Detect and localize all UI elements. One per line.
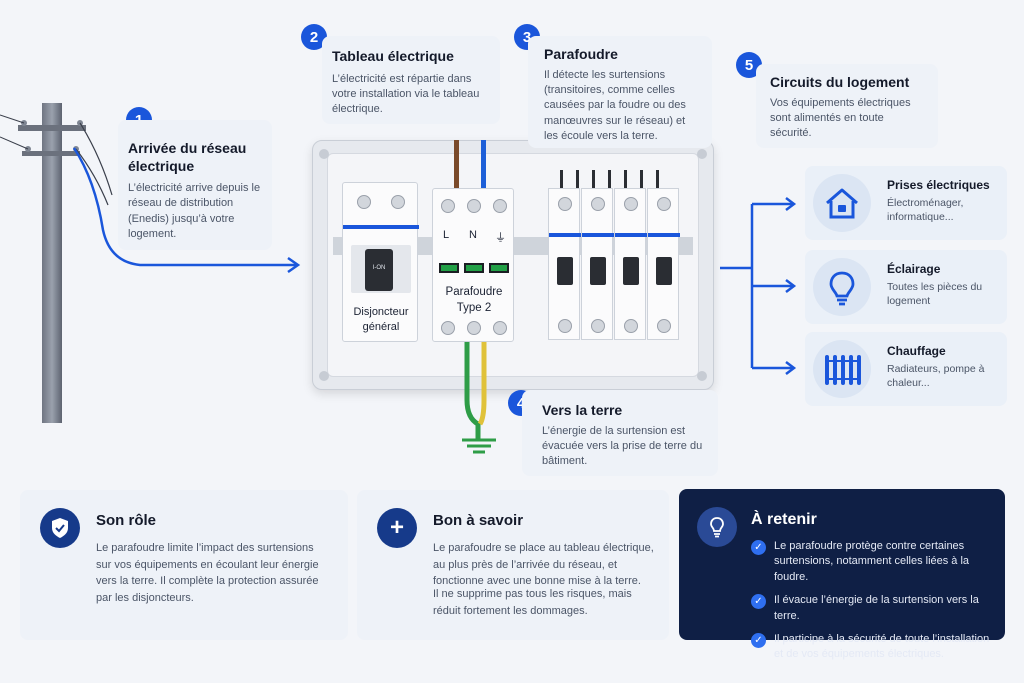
terminal-screw [441,321,455,335]
terminal-n: N [469,229,477,241]
terminal-earth: ⏚ [495,232,506,244]
terminal-screw [493,321,507,335]
breaker-toggle[interactable] [590,257,606,285]
check-icon: ✓ [751,594,766,610]
circuit-breaker [647,188,680,340]
good-to-know-text-2: Il ne supprime pas tous les risques, mai… [433,588,632,617]
step-card-1: Arrivée du réseau électrique L’électrici… [118,120,272,250]
step-title: Arrivée du réseau électrique [128,140,247,174]
terminal-l: L [443,229,450,241]
step-card-2: Tableau électrique L’électricité est rép… [322,36,500,124]
terminal-screw [441,199,455,213]
radiator-icon [813,340,871,398]
lightbulb-icon [697,507,737,547]
breaker-switch-text: I-ON [372,265,386,271]
panel-screw [697,149,707,159]
remember-item-text: Il participe à la sécurité de toute l’in… [774,632,990,661]
step-title: Vers la terre [542,402,623,418]
circuit-title: Éclairage [887,262,941,276]
circuit-text: Électroménager, informatique... [887,197,964,224]
step-title: Parafoudre [544,46,618,62]
remember-title: À retenir [751,511,817,528]
step-title: Circuits du logement [770,74,910,90]
circuit-card-heating: Chauffage Radiateurs, pompe à chaleur... [805,332,1007,406]
remember-item: ✓ Il participe à la sécurité de toute l’… [751,632,995,663]
status-indicator [464,263,484,273]
circuit-breaker [581,188,614,340]
step-card-5: Circuits du logement Vos équipements éle… [756,64,938,148]
step-card-4: Vers la terre L’énergie de la surtension… [522,390,718,476]
terminal-screw [467,321,481,335]
circuit-title: Chauffage [887,344,946,358]
circuit-breaker [548,188,581,340]
circuit-card-outlets: Prises électriques Électroménager, infor… [805,166,1007,240]
remember-item-text: Il évacue l’énergie de la surtension ver… [774,594,979,622]
remember-item-text: Le parafoudre protège contre certaines s… [774,540,970,583]
terminal-screw [467,199,481,213]
surge-protector-label: Parafoudre Type 2 [445,286,503,314]
breaker-toggle[interactable] [557,257,573,285]
step-text: L’électricité arrive depuis le réseau de… [128,182,261,241]
step-text: L’énergie de la surtension est évacuée v… [542,424,703,468]
circuit-card-lighting: Éclairage Toutes les pièces du logement [805,250,1007,324]
circuit-text: Toutes les pièces du logement [887,281,983,308]
step-title: Tableau électrique [332,48,454,64]
step-text: Il détecte les surtensions (transitoires… [544,68,686,143]
breaker-toggle[interactable] [623,257,639,285]
remember-item: ✓ Le parafoudre protège contre certaines… [751,539,995,585]
terminal-screw [493,199,507,213]
main-breaker-label: Disjoncteur général [353,306,409,333]
circuit-text: Radiateurs, pompe à chaleur... [887,363,985,390]
good-to-know-title: Bon à savoir [433,512,524,529]
breaker-wires [560,170,670,188]
remember-list: ✓ Le parafoudre protège contre certaines… [751,539,995,671]
check-icon: ✓ [751,540,766,555]
panel-screw [319,371,329,381]
terminal-screw [357,195,371,209]
earth-wires [462,340,496,454]
brown-wire [454,140,459,192]
role-card: Son rôle Le parafoudre limite l’impact d… [20,490,348,640]
main-breaker: I-ON Disjoncteur général [342,182,419,342]
panel-screw [319,149,329,159]
circuit-breaker [614,188,647,340]
breaker-switch[interactable]: I-ON [365,249,393,291]
plus-icon: + [377,508,417,548]
utility-pole [0,103,113,423]
step-text: L’électricité est répartie dans votre in… [332,72,480,116]
check-icon: ✓ [751,632,766,648]
lightbulb-icon [813,258,871,316]
role-title: Son rôle [96,512,157,529]
step-text: Vos équipements électriques sont aliment… [770,96,911,140]
role-text: Le parafoudre limite l’impact des surten… [96,542,319,604]
status-indicator [439,263,459,273]
status-indicator [489,263,509,273]
terminal-screw [391,195,405,209]
breaker-toggle[interactable] [656,257,672,285]
good-to-know-text-1: Le parafoudre se place au tableau électr… [433,542,654,587]
blue-wire [481,140,486,192]
house-icon [813,174,871,232]
surge-protector: L N ⏚ Parafoudre Type 2 [432,188,514,342]
shield-check-icon [40,508,80,548]
remember-item: ✓ Il évacue l’énergie de la surtension v… [751,593,995,624]
circuit-title: Prises électriques [887,178,990,192]
panel-screw [697,371,707,381]
remember-card: À retenir ✓ Le parafoudre protège contre… [679,489,1005,660]
step-card-3: Parafoudre Il détecte les surtensions (t… [528,36,712,148]
good-to-know-card: + Bon à savoir Le parafoudre se place au… [357,490,669,640]
